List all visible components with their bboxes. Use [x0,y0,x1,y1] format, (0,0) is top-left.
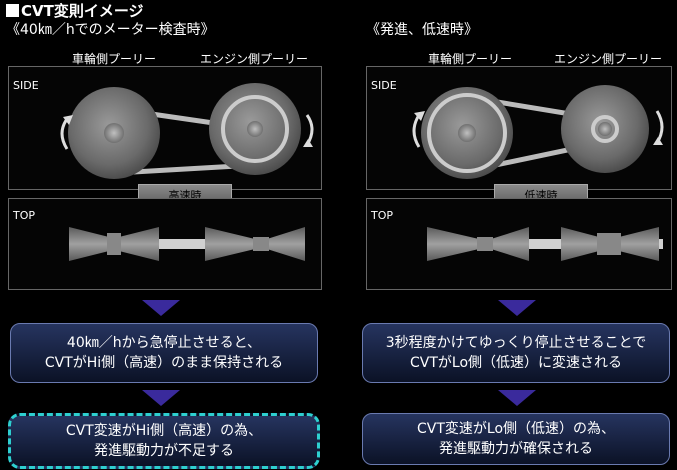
wheel-belt-ring [427,93,507,173]
right-col-engine: エンジン側プーリー [554,52,663,66]
right-info-box-1: 3秒程度かけてゆっくり停止させることで CVTがLo側（低速）に変速される [362,323,670,383]
right-subtitle: 《発進、低速時》 [366,22,478,38]
left-side-label: SIDE [13,79,39,92]
arrow-head-icon [653,137,663,145]
wheel-pulley-hub [458,124,476,142]
left-subtitle: 《40㎞／hでのメーター検査時》 [6,22,215,38]
arrow-head-icon [303,139,313,147]
engine-pulley-hub [247,121,263,137]
engine-belt-section [253,237,269,251]
right-col-wheel: 車輪側プーリー [428,52,513,66]
right-info-2-line2: 発進駆動力が確保される [439,441,593,457]
engine-cone-left [205,227,255,261]
left-side-panel: SIDE [8,66,322,190]
left-top-panel: TOP [8,198,322,290]
engine-pulley-hub [598,122,612,136]
wheel-belt-section [477,237,493,251]
engine-cone-left [561,227,599,261]
shaft [427,239,663,249]
left-top-label: TOP [13,209,36,222]
page-title-text: CVT変則イメージ [21,2,144,20]
left-info-2-line2: 発進駆動力が不足する [94,443,234,459]
right-side-panel: SIDE [366,66,672,190]
engine-belt-section [597,233,621,255]
right-side-diagram [412,85,664,179]
wheel-belt-section [107,233,121,255]
down-arrow-icon [498,300,536,316]
left-col-engine: エンジン側プーリー [200,52,309,66]
right-top-label: TOP [371,209,394,222]
engine-cone-right [267,227,305,261]
right-side-label: SIDE [371,79,397,92]
engine-cone-right [619,227,659,261]
wheel-cone-right [119,227,159,261]
right-top-panel: TOP [366,198,672,290]
right-info-2-line1: CVT変速がLo側（低速）の為、 [416,421,616,437]
right-info-1-line2: CVTがLo側（低速）に変速される [409,355,623,371]
down-arrow-icon [142,300,180,316]
left-info-1-line2: CVTがHi側（高速）のまま保持される [44,355,284,371]
arrow-head-icon [63,115,73,125]
arrow-head-icon [414,111,425,121]
engine-belt-ring [221,95,289,163]
wheel-cone-right [491,227,529,261]
right-info-box-2: CVT変速がLo側（低速）の為、 発進駆動力が確保される [362,413,670,465]
engine-belt-ring [591,115,619,143]
left-info-box-1: 40㎞／hから急停止させると、 CVTがHi側（高速）のまま保持される [10,323,318,383]
square-bullet-icon [6,4,19,17]
right-top-diagram [427,227,663,261]
down-arrow-icon [498,390,536,406]
page-title: CVT変則イメージ [6,0,144,21]
left-col-wheel: 車輪側プーリー [72,52,157,66]
left-info-box-2: CVT変速がHi側（高速）の為、 発進駆動力が不足する [8,413,320,469]
wheel-pulley-hub [104,123,124,143]
wheel-cone-left [69,227,109,261]
rotation-arrow-icon [60,118,69,150]
left-top-diagram [69,227,305,261]
left-info-2-line1: CVT変速がHi側（高速）の為、 [65,423,263,439]
left-info-1-line1: 40㎞／hから急停止させると、 [66,335,262,351]
rotation-arrow-icon [412,114,421,148]
right-info-1-line1: 3秒程度かけてゆっくり停止させることで [385,335,647,351]
shaft [69,239,305,249]
down-arrow-icon [142,390,180,406]
left-side-diagram [60,83,314,179]
wheel-cone-left [427,227,479,261]
